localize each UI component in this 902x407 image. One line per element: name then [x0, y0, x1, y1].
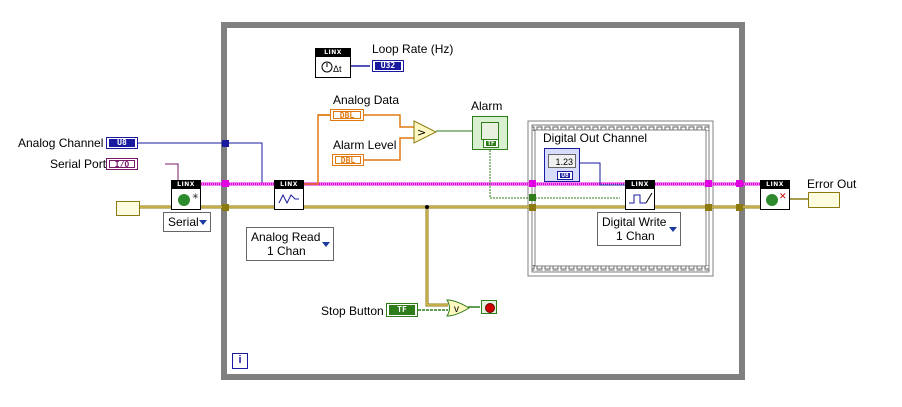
alarm-level-label: Alarm Level — [333, 138, 397, 152]
tunnel — [529, 194, 536, 201]
error-out-indicator[interactable] — [808, 192, 840, 208]
linx-analog-read-vi[interactable]: LINX — [274, 180, 304, 210]
svg-text:>: > — [417, 126, 426, 139]
tunnel — [736, 180, 743, 187]
analog-channel-label: Analog Channel — [18, 136, 104, 150]
analog-channel-control[interactable]: U8 — [106, 137, 138, 149]
svg-text:Δt: Δt — [333, 64, 342, 74]
linx-open-icon — [178, 194, 190, 206]
stop-button-label: Stop Button — [321, 304, 384, 318]
error-in-constant[interactable] — [116, 201, 140, 216]
digital-out-channel-control[interactable]: 1.23 U8 — [544, 148, 580, 182]
svg-text:✳: ✳ — [192, 192, 199, 201]
tunnel — [705, 204, 712, 211]
digital-out-channel-label: Digital Out Channel — [543, 131, 648, 145]
led-indicator-icon — [481, 122, 499, 140]
or-icon[interactable]: v — [446, 299, 470, 317]
loop-iteration-terminal: i — [232, 353, 248, 369]
tunnel — [222, 180, 229, 187]
alarm-level-control[interactable]: DBL — [332, 154, 364, 166]
alarm-indicator[interactable]: TF — [472, 116, 508, 150]
loop-rate-control[interactable]: U32 — [372, 60, 404, 72]
loop-rate-label: Loop Rate (Hz) — [372, 42, 454, 56]
linx-close-icon — [766, 194, 778, 206]
analog-wave-icon — [278, 193, 299, 205]
svg-text:v: v — [454, 304, 459, 315]
stop-button-control[interactable]: TF — [386, 303, 418, 317]
comparison-greater-icon[interactable]: > — [413, 120, 437, 144]
analog-read-ring[interactable]: Analog Read 1 Chan — [246, 227, 334, 261]
tunnel — [736, 204, 743, 211]
serial-port-control[interactable]: I/O — [106, 158, 138, 170]
linx-open-vi[interactable]: LINX ✳ — [171, 180, 201, 210]
tunnel — [529, 204, 536, 211]
while-loop-frame — [221, 22, 745, 380]
chevron-down-icon — [199, 220, 207, 225]
tunnel — [222, 204, 229, 211]
linx-close-vi[interactable]: LINX ✕ — [760, 180, 790, 210]
serial-port-label: Serial Port — [50, 157, 107, 171]
alarm-label: Alarm — [471, 99, 503, 113]
tunnel — [705, 180, 712, 187]
error-out-label: Error Out — [807, 177, 857, 191]
serial-port-wire — [165, 163, 179, 180]
digital-write-ring[interactable]: Digital Write 1 Chan — [597, 212, 681, 246]
tunnel — [222, 140, 229, 147]
chevron-down-icon — [322, 242, 330, 247]
analog-data-wire — [304, 114, 330, 185]
linx-digital-write-vi[interactable]: LINX — [625, 180, 655, 210]
svg-text:✕: ✕ — [779, 191, 787, 201]
timer-icon: Δt — [321, 61, 342, 74]
chevron-down-icon — [669, 227, 677, 232]
analog-data-label: Analog Data — [333, 93, 400, 107]
tunnel — [529, 180, 536, 187]
digital-wave-icon — [629, 194, 646, 204]
serial-type-ring[interactable]: Serial — [163, 212, 211, 232]
analog-data-indicator[interactable]: DBL — [330, 109, 364, 121]
loop-timer-vi[interactable]: LINX Δt — [315, 48, 351, 78]
analog-channel-wire — [138, 142, 274, 186]
stop-icon[interactable] — [481, 300, 497, 314]
